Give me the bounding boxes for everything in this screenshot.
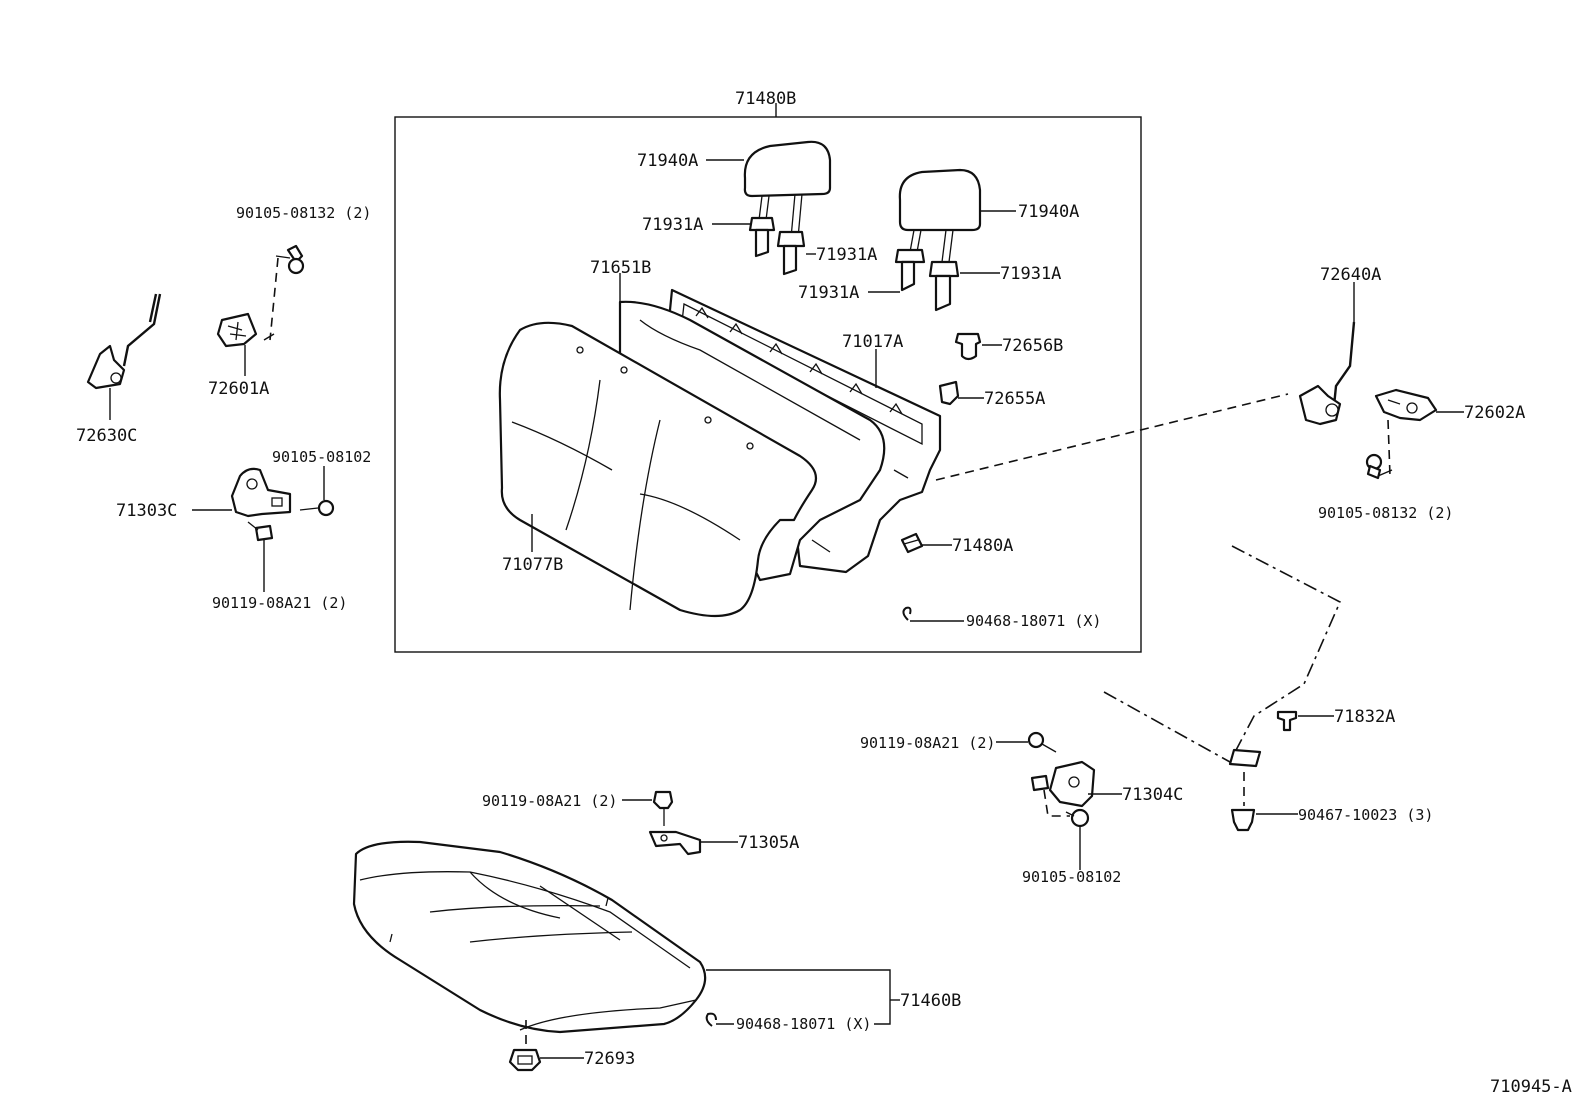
- label-71940A-left[interactable]: 71940A: [637, 151, 698, 171]
- hinge-71303C[interactable]: [230, 467, 292, 518]
- bolt-90119-08A21-bottom[interactable]: [652, 790, 674, 826]
- label-71077B[interactable]: 71077B: [502, 555, 563, 575]
- bolt-90105-08102-left[interactable]: [299, 499, 335, 517]
- label-90119-08A21-left[interactable]: 90119-08A21 (2): [212, 594, 347, 612]
- diagram-id: 710945-A: [1490, 1077, 1572, 1097]
- label-90105-08132-right[interactable]: 90105-08132 (2): [1318, 504, 1453, 522]
- label-71303C[interactable]: 71303C: [116, 501, 177, 521]
- label-90119-08A21-mid[interactable]: 90119-08A21 (2): [860, 734, 995, 752]
- clip-72693[interactable]: [508, 1048, 542, 1072]
- label-90105-08102-mid[interactable]: 90105-08102: [1022, 868, 1121, 886]
- headrest-support-1[interactable]: [748, 216, 776, 258]
- pin-72656B[interactable]: [954, 332, 982, 361]
- label-71832A[interactable]: 71832A: [1334, 707, 1395, 727]
- label-72630C[interactable]: 72630C: [76, 426, 137, 446]
- label-71480B[interactable]: 71480B: [735, 89, 796, 109]
- bolt-90119-08A21-left[interactable]: [247, 521, 274, 542]
- label-72601A[interactable]: 72601A: [208, 379, 269, 399]
- headrest-support-4[interactable]: [928, 260, 960, 312]
- label-71931A-2[interactable]: 71931A: [816, 245, 877, 265]
- clip-71480A[interactable]: [900, 532, 924, 554]
- label-71480A[interactable]: 71480A: [952, 536, 1013, 556]
- clip-71832A[interactable]: [1276, 710, 1298, 732]
- bracket-72602A[interactable]: [1374, 388, 1438, 422]
- floor-outline: [1103, 545, 1342, 768]
- label-90119-08A21-bottom[interactable]: 90119-08A21 (2): [482, 792, 617, 810]
- label-71460B[interactable]: 71460B: [900, 991, 961, 1011]
- headrest-left[interactable]: [743, 140, 832, 239]
- bolt-90105-08132-right[interactable]: [1365, 453, 1383, 480]
- label-72693[interactable]: 72693: [584, 1049, 635, 1069]
- label-71017A[interactable]: 71017A: [842, 332, 903, 352]
- hog-ring-top[interactable]: [902, 606, 912, 621]
- label-71931A-4[interactable]: 71931A: [1000, 264, 1061, 284]
- lock-72640A[interactable]: [1298, 321, 1356, 426]
- label-72640A[interactable]: 72640A: [1320, 265, 1381, 285]
- headrest-support-2[interactable]: [776, 230, 806, 276]
- bolt-90105-08102-mid[interactable]: [1065, 808, 1090, 828]
- label-90468-top[interactable]: 90468-18071 (X): [966, 612, 1101, 630]
- seat-back-cover[interactable]: [498, 321, 818, 618]
- label-90467-10023[interactable]: 90467-10023 (3): [1298, 806, 1433, 824]
- label-71931A-3[interactable]: 71931A: [798, 283, 859, 303]
- bracket-72601A[interactable]: [216, 312, 258, 348]
- label-71651B[interactable]: 71651B: [590, 258, 651, 278]
- clip-90467-10023[interactable]: [1230, 808, 1256, 832]
- label-72602A[interactable]: 72602A: [1464, 403, 1525, 423]
- bracket-71305A[interactable]: [648, 830, 702, 856]
- label-71305A[interactable]: 71305A: [738, 833, 799, 853]
- headrest-right[interactable]: [898, 168, 982, 263]
- label-90105-08102-left[interactable]: 90105-08102: [272, 448, 371, 466]
- label-90105-08132-left[interactable]: 90105-08132 (2): [236, 204, 371, 222]
- seat-cushion[interactable]: [352, 840, 707, 1034]
- lock-72630C[interactable]: [86, 293, 162, 390]
- label-72656B[interactable]: 72656B: [1002, 336, 1063, 356]
- headrest-support-3[interactable]: [894, 248, 926, 292]
- label-72655A[interactable]: 72655A: [984, 389, 1045, 409]
- hog-ring-bottom[interactable]: [705, 1012, 717, 1027]
- label-71931A-1[interactable]: 71931A: [642, 215, 703, 235]
- bolt-90119-08A21-mid[interactable]: [1027, 731, 1057, 753]
- label-90468-bottom[interactable]: 90468-18071 (X): [736, 1015, 871, 1033]
- label-71940A-right[interactable]: 71940A: [1018, 202, 1079, 222]
- seat-back-assembly-frame: [394, 116, 1142, 653]
- label-71304C[interactable]: 71304C: [1122, 785, 1183, 805]
- bolt-90105-08132-left[interactable]: [275, 244, 305, 275]
- hinge-71304C[interactable]: [1030, 760, 1096, 808]
- clip-72655A[interactable]: [938, 380, 960, 406]
